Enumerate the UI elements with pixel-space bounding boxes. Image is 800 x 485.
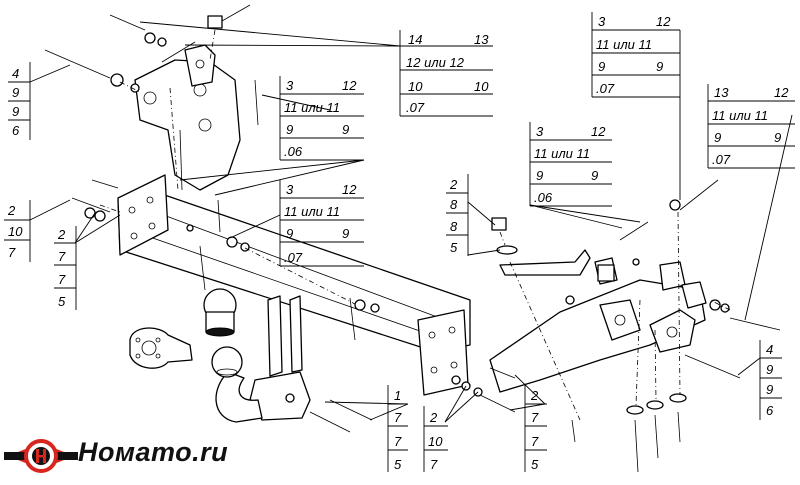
callout-c1: 14 13 12 или 12 10 10 .07 [399, 30, 493, 117]
left-bracket [134, 44, 241, 191]
callout-c1-r2: 12 или 12 [406, 55, 465, 70]
callout-c8-r1: 2 [7, 203, 16, 218]
callout-c5-r3-right: 9 [591, 168, 598, 183]
callout-c2-r1-right: 12 [656, 14, 671, 29]
callout-c4-r3-right: 9 [342, 122, 349, 137]
callout-c14-r3: 9 [766, 382, 773, 397]
callout-c2: 3 12 11 или 11 9 9 .07 [591, 12, 680, 98]
callout-c14-r4: 6 [766, 403, 774, 418]
callout-c9-r2: 7 [58, 249, 66, 264]
callout-c14-r1: 4 [766, 342, 773, 357]
callout-c12-r2: 10 [428, 434, 443, 449]
spare-tow-ball [203, 288, 237, 337]
callout-c6-r3-right: 9 [342, 226, 349, 241]
callout-c4-r1-left: 3 [286, 78, 294, 93]
callout-c2-r4: .07 [596, 81, 615, 96]
fastener-bolts [44, 4, 781, 473]
callout-c13-r2: 7 [531, 410, 539, 425]
callout-c13-r4: 5 [531, 457, 539, 472]
callout-c5-r3-left: 9 [536, 168, 543, 183]
callout-c10-r4: 5 [450, 240, 458, 255]
callout-c10-r2: 8 [450, 197, 458, 212]
callout-c13: 2 7 7 5 [524, 385, 547, 472]
callout-c12-r3: 7 [430, 457, 438, 472]
callout-c5-r1-right: 12 [591, 124, 606, 139]
callout-c7-r2: 9 [12, 85, 19, 100]
callout-c8: 2 10 7 [4, 200, 31, 262]
callout-c2-r2: 11 или 11 [596, 37, 652, 52]
socket-plate [129, 327, 193, 369]
callout-c6-r2: 11 или 11 [284, 204, 340, 219]
callout-c1-r1-right: 13 [474, 32, 489, 47]
callout-c5-r4: .06 [534, 190, 553, 205]
leader-lines [29, 21, 793, 423]
callout-c3-r3-right: 9 [774, 130, 781, 145]
callout-c4-r3-left: 9 [286, 122, 293, 137]
assembly-axis-lines [99, 29, 731, 421]
callout-c9: 2 7 7 5 [54, 226, 77, 310]
logo-emblem [4, 439, 78, 473]
callout-c5-r1-left: 3 [536, 124, 544, 139]
callout-c8-r2: 10 [8, 224, 23, 239]
callout-c11: 1 7 7 5 [387, 385, 408, 472]
callout-c10: 2 8 8 5 [446, 174, 469, 256]
right-strap [499, 249, 591, 276]
tow-ball-mount [211, 295, 311, 423]
callout-c3-r4: .07 [712, 152, 731, 167]
callout-c3-r1-right: 12 [774, 85, 789, 100]
callout-c12-r1: 2 [429, 410, 438, 425]
callout-c7-r4: 6 [12, 123, 20, 138]
callout-c1-r3-left: 10 [408, 79, 423, 94]
callout-c9-r3: 7 [58, 272, 66, 287]
callout-c9-r4: 5 [58, 294, 66, 309]
callout-c6-r3-left: 9 [286, 226, 293, 241]
callout-c7-r1: 4 [12, 66, 19, 81]
callout-c7-r3: 9 [12, 104, 19, 119]
callout-c13-r3: 7 [531, 434, 539, 449]
callout-c4: 3 12 11 или 11 9 9 .06 [279, 76, 364, 161]
callout-c9-r1: 2 [57, 227, 66, 242]
callout-c4-r2: 11 или 11 [284, 100, 340, 115]
callout-c11-r2: 7 [394, 410, 402, 425]
callout-c3-r1-left: 13 [714, 85, 729, 100]
callout-c11-r4: 5 [394, 457, 402, 472]
callout-c2-r1-left: 3 [598, 14, 606, 29]
callout-c14: 4 9 9 6 [759, 340, 782, 420]
callout-c1-r4: .07 [406, 100, 425, 115]
callout-c2-r3-left: 9 [598, 59, 605, 74]
callout-c7: 4 9 9 6 [8, 62, 31, 140]
callout-c6-r1-right: 12 [342, 182, 357, 197]
callout-c6: 3 12 11 или 11 9 9 .07 [279, 180, 364, 267]
callout-c1-r1-left: 14 [408, 32, 422, 47]
callout-c6-r4: .07 [284, 250, 303, 265]
callout-c4-r1-right: 12 [342, 78, 357, 93]
callout-c4-r4: .06 [284, 144, 303, 159]
logo-text: Номато.ru [78, 437, 229, 467]
callout-c6-r1-left: 3 [286, 182, 294, 197]
left-end-plate [117, 174, 169, 256]
callout-c3-r3-left: 9 [714, 130, 721, 145]
callout-c10-r1: 2 [449, 177, 458, 192]
callout-c12: 2 10 7 [423, 406, 448, 472]
callout-c14-r2: 9 [766, 362, 773, 377]
callout-c1-r3-right: 10 [474, 79, 489, 94]
callout-c13-r1: 2 [530, 388, 539, 403]
callout-c3-r2: 11 или 11 [712, 108, 768, 123]
callout-c3: 13 12 11 или 11 9 9 .07 [707, 84, 795, 169]
callout-c5: 3 12 11 или 11 9 9 .06 [529, 122, 612, 207]
right-end-plate [417, 309, 469, 396]
callout-c10-r3: 8 [450, 219, 458, 234]
callout-c8-r3: 7 [8, 245, 16, 260]
callout-c5-r2: 11 или 11 [534, 146, 590, 161]
callout-c11-r3: 7 [394, 434, 402, 449]
callout-c11-r1: 1 [394, 388, 401, 403]
callout-c2-r3-right: 9 [656, 59, 663, 74]
